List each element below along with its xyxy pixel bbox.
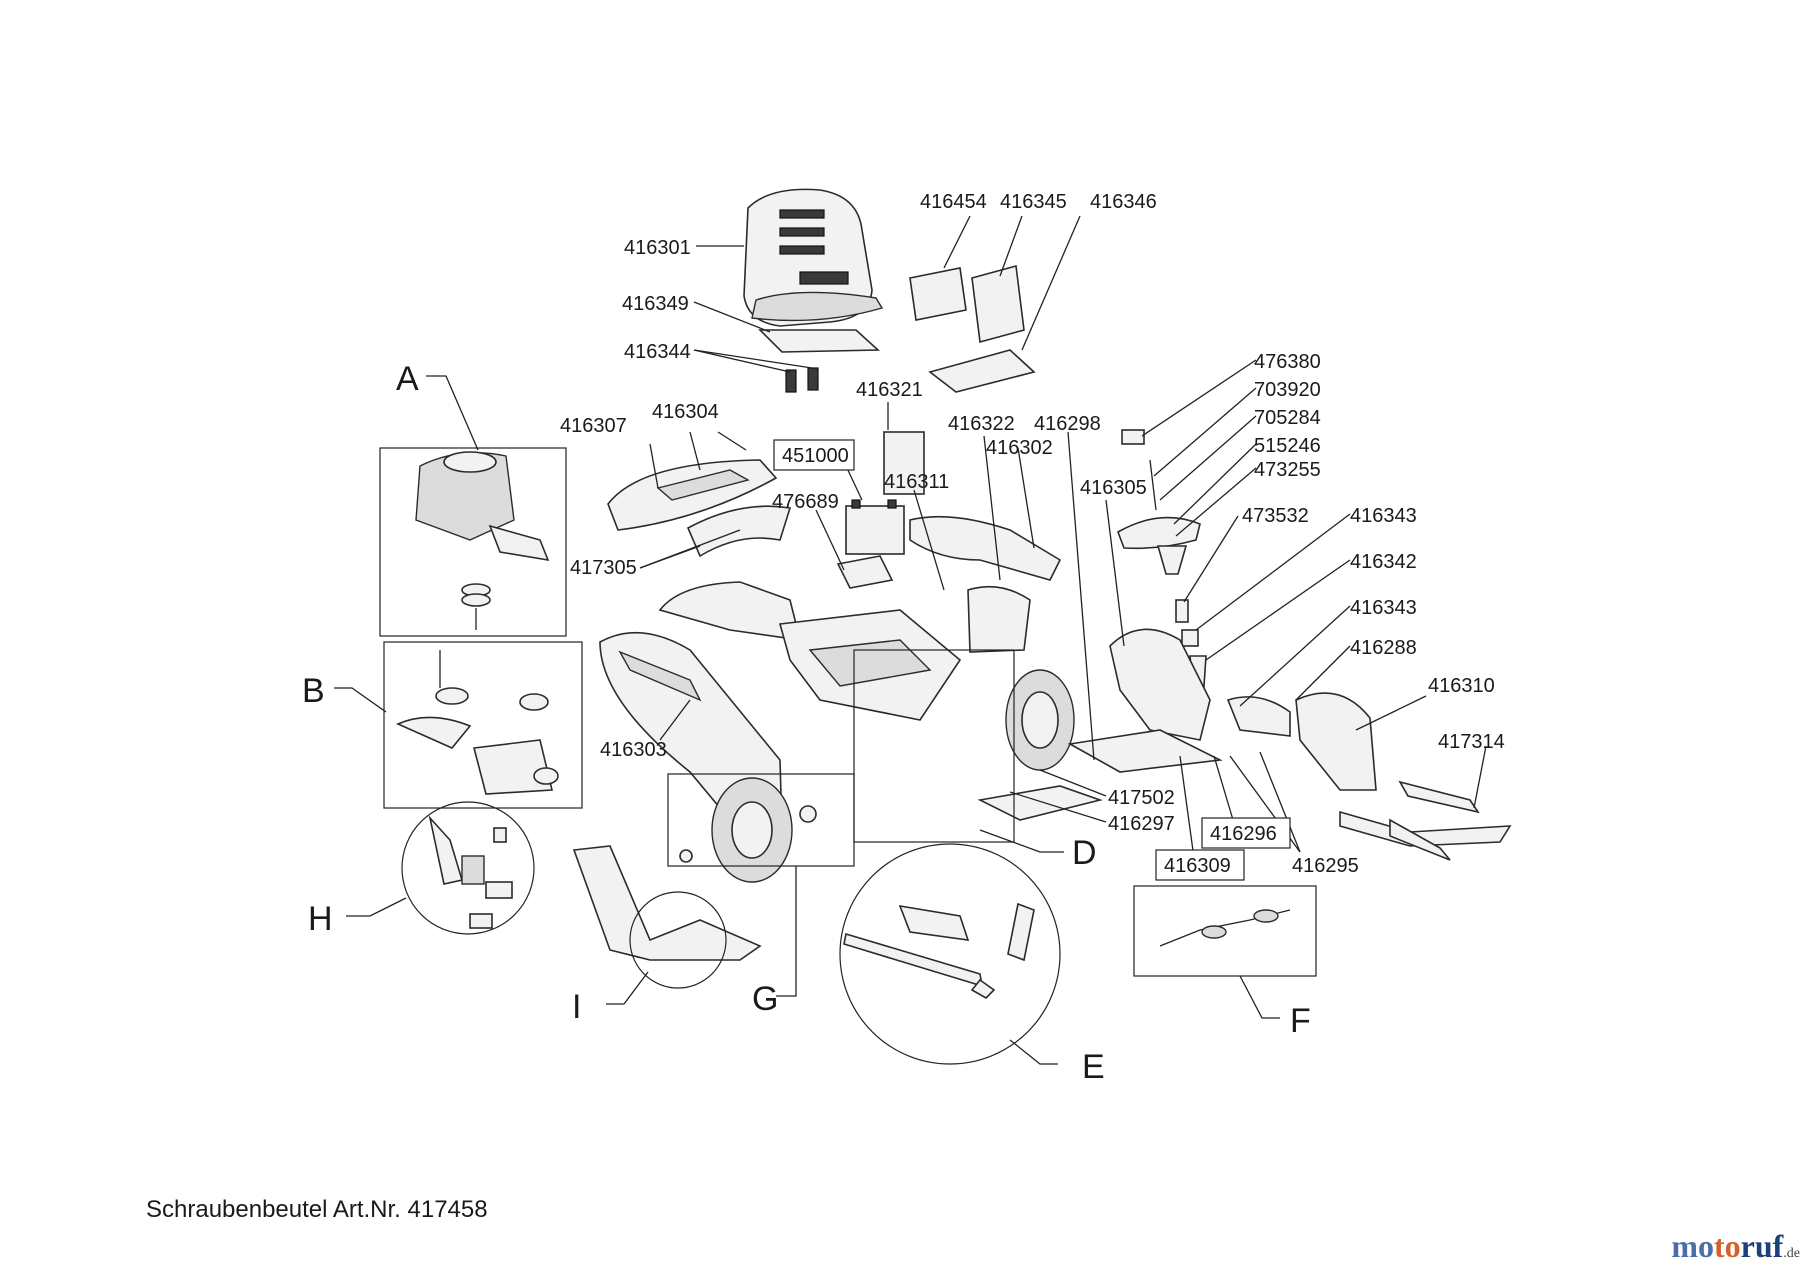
group-label-g[interactable]: G (752, 980, 778, 1018)
brand-tld: .de (1783, 1246, 1800, 1261)
part-416346[interactable]: 416346 (1090, 191, 1157, 213)
group-label-f[interactable]: F (1290, 1002, 1311, 1040)
part-705284[interactable]: 705284 (1254, 407, 1321, 429)
dashboard-drawing (1067, 628, 1377, 791)
part-476689[interactable]: 476689 (772, 491, 839, 513)
part-416311[interactable]: 416311 (884, 471, 949, 493)
part-451000[interactable]: 451000 (782, 445, 849, 467)
part-476380[interactable]: 476380 (1254, 351, 1321, 373)
group-label-d[interactable]: D (1072, 834, 1097, 872)
group-label-e[interactable]: E (1082, 1048, 1105, 1086)
group-i-circle (629, 891, 727, 989)
front-axle-drawing (1339, 780, 1512, 861)
part-416310[interactable]: 416310 (1428, 675, 1495, 697)
box-416309 (1155, 849, 1245, 881)
leader-lines (334, 215, 1487, 1065)
hood-drawing (607, 459, 792, 558)
part-417305[interactable]: 417305 (570, 557, 637, 579)
part-416304[interactable]: 416304 (652, 401, 719, 423)
seat-drawing (743, 188, 884, 393)
part-416303[interactable]: 416303 (600, 739, 667, 761)
part-416322[interactable]: 416322 (948, 413, 1015, 435)
screw-bag-note: Schraubenbeutel Art.Nr. 417458 (146, 1196, 488, 1223)
part-416307[interactable]: 416307 (560, 415, 627, 437)
part-416297[interactable]: 416297 (1108, 813, 1175, 835)
part-labels: 416301 416349 416344 416454 416345 41634… (560, 191, 1505, 877)
group-labels: A B H I G E D F (302, 360, 1311, 1086)
part-416342[interactable]: 416342 (1350, 551, 1417, 573)
group-d-frame (853, 649, 1015, 843)
group-label-a[interactable]: A (396, 360, 419, 398)
engine-drawing (415, 451, 550, 630)
box-416296 (1201, 817, 1291, 849)
lever-drawing (428, 815, 513, 929)
linkage-drawing (843, 902, 1035, 999)
group-label-b[interactable]: B (302, 672, 325, 710)
floor-pan-drawing (977, 785, 1103, 821)
part-416295[interactable]: 416295 (1292, 855, 1359, 877)
part-416301[interactable]: 416301 (624, 237, 691, 259)
group-label-h[interactable]: H (308, 900, 333, 938)
part-416288[interactable]: 416288 (1350, 637, 1417, 659)
part-416296[interactable]: 416296 (1210, 823, 1277, 845)
part-416349[interactable]: 416349 (622, 293, 689, 315)
part-473255[interactable]: 473255 (1254, 459, 1321, 481)
group-e-circle (839, 843, 1061, 1065)
part-473532[interactable]: 473532 (1242, 505, 1309, 527)
spring-drawing (1159, 909, 1291, 947)
part-416343[interactable]: 416343 (1350, 505, 1417, 527)
brand-part-1: mo (1671, 1228, 1714, 1264)
skirt-drawing (572, 845, 762, 961)
part-416302[interactable]: 416302 (986, 437, 1053, 459)
battery-drawing (836, 431, 925, 589)
part-416454[interactable]: 416454 (920, 191, 987, 213)
brand-part-2: to (1713, 1228, 1741, 1264)
part-417314[interactable]: 417314 (1438, 731, 1505, 753)
group-b-frame (383, 641, 583, 809)
group-a-frame (379, 447, 567, 637)
parts-artwork (379, 188, 1512, 1065)
group-label-i[interactable]: I (572, 988, 581, 1026)
part-416321[interactable]: 416321 (856, 379, 923, 401)
part-416309[interactable]: 416309 (1164, 855, 1231, 877)
part-703920[interactable]: 703920 (1254, 379, 1321, 401)
wheels-drawing (679, 669, 1075, 883)
box-451000 (773, 439, 855, 471)
brand-logo[interactable]: motoruf.de (1671, 1228, 1800, 1265)
part-416343-b[interactable]: 416343 (1350, 597, 1417, 619)
part-416345[interactable]: 416345 (1000, 191, 1067, 213)
part-416344[interactable]: 416344 (624, 341, 691, 363)
group-h-circle (401, 801, 535, 935)
pulley-drawing (396, 650, 559, 795)
part-417502[interactable]: 417502 (1108, 787, 1175, 809)
part-515246[interactable]: 515246 (1254, 435, 1321, 457)
part-416305[interactable]: 416305 (1080, 477, 1147, 499)
brand-part-3: ruf (1740, 1228, 1784, 1264)
part-416298[interactable]: 416298 (1034, 413, 1101, 435)
group-f-frame (1133, 885, 1317, 977)
frame-drawing (658, 515, 1062, 721)
rear-panels-drawing (909, 264, 1036, 393)
